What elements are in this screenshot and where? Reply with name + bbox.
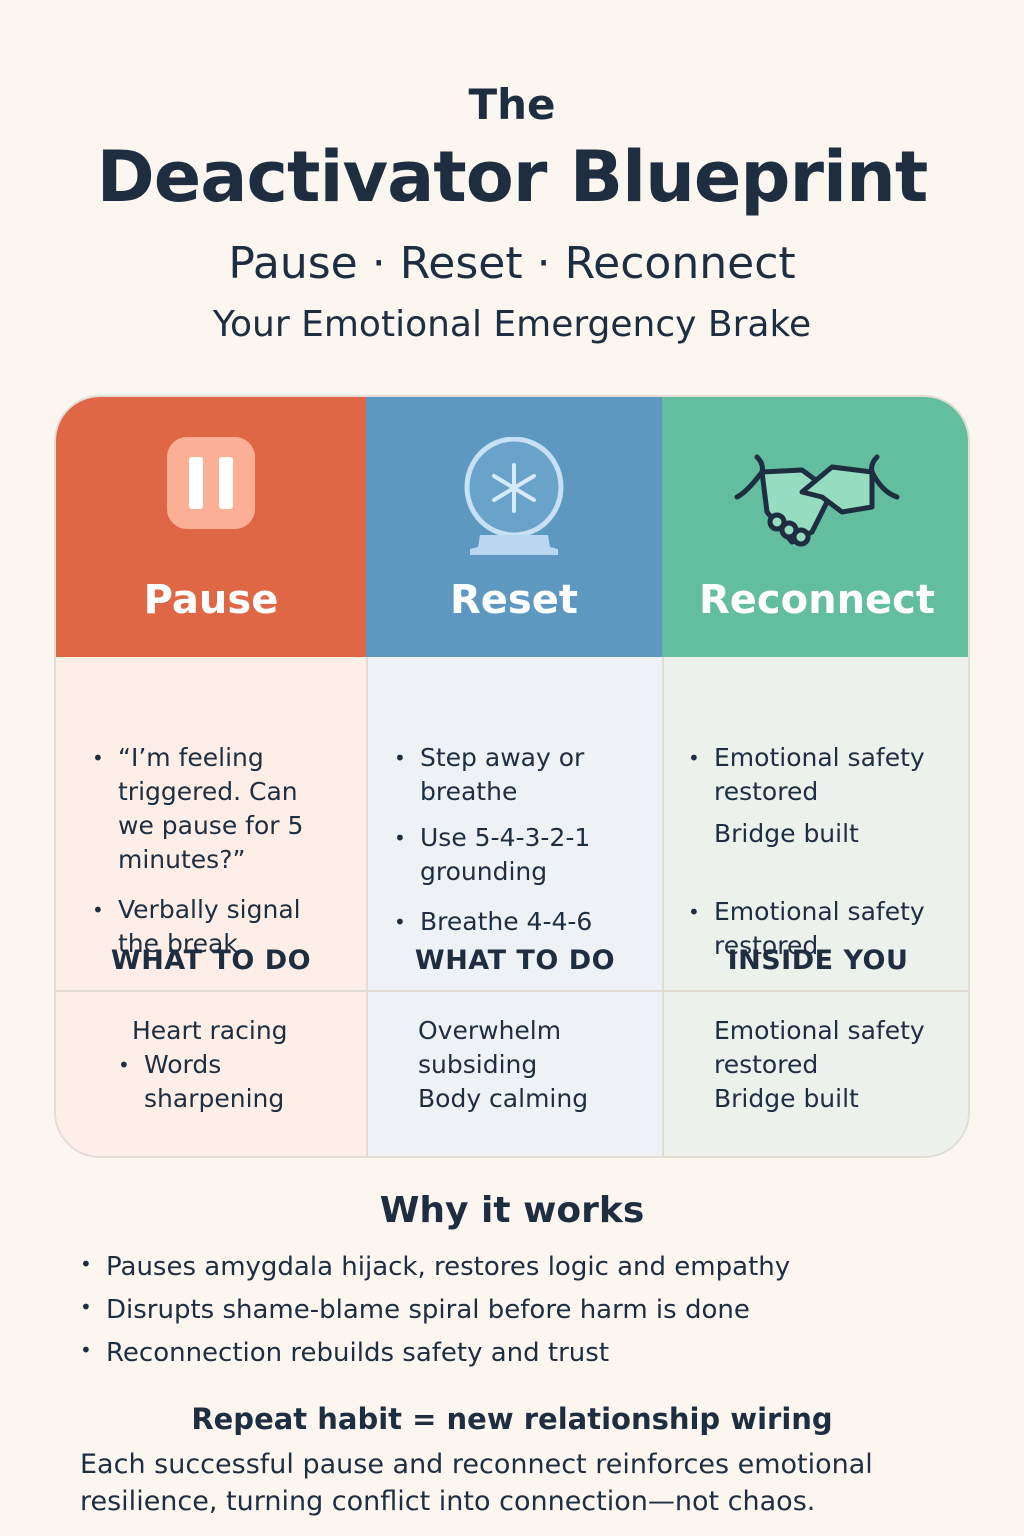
list-item: Step away or breathe <box>394 741 644 809</box>
sign-item: Bridge built <box>714 1084 859 1113</box>
reconnect-header: Reconnect <box>662 397 968 657</box>
sign-item: Words sharpening <box>118 1048 338 1116</box>
title-prefix: The <box>468 80 556 129</box>
why-bullet: Reconnection rebuilds safety and trust <box>80 1338 609 1368</box>
sign-item: Emotional safety restored <box>714 1016 925 1079</box>
subtitle: Pause · Reset · Reconnect <box>228 238 796 289</box>
sign-item: Body calming <box>418 1084 589 1113</box>
list-item: Use 5-4-3-2-1 grounding <box>394 821 644 889</box>
reconnect-label: Reconnect <box>698 577 936 623</box>
snow-globe-icon <box>464 437 564 555</box>
reconnect-column: Reconnect INSIDE YOU Emotional safety re… <box>662 397 968 1156</box>
why-bullet: Disrupts shame-blame spiral before harm … <box>80 1295 750 1325</box>
list-item: Breathe 4-4-6 <box>394 905 644 939</box>
pause-label: Pause <box>143 577 279 623</box>
reset-label: Reset <box>450 577 578 623</box>
handshake-icon <box>734 454 900 547</box>
list-item: Verbally signal the break <box>92 893 332 961</box>
tagline: Your Emotional Emergency Brake <box>212 304 812 345</box>
reset-header: Reset <box>366 397 662 657</box>
why-heading: Why it works <box>379 1190 645 1231</box>
section-heading: WHAT TO DO <box>414 945 616 976</box>
pause-header: Pause <box>56 397 366 657</box>
why-bullet: Pauses amygdala hijack, restores logic a… <box>80 1252 790 1282</box>
sign-item: Heart racing <box>132 1016 288 1045</box>
sign-item: Overwhelm subsiding <box>418 1016 562 1079</box>
habit-heading: Repeat habit = new relationship wiring <box>191 1402 833 1436</box>
habit-text: Each successful pause and reconnect rein… <box>80 1449 873 1517</box>
list-item: Emotional safety restored <box>688 895 958 963</box>
steps-card: Pause WHAT TO DO “I’m feeling triggered.… <box>54 395 970 1158</box>
page-title: Deactivator Blueprint <box>96 136 929 218</box>
list-item: Bridge built <box>714 819 859 848</box>
list-item: Emotional safety restored <box>688 741 958 809</box>
pause-icon <box>167 437 255 529</box>
reset-column: Reset WHAT TO DO Step away or breathe Us… <box>366 397 662 1156</box>
pause-column: Pause WHAT TO DO “I’m feeling triggered.… <box>56 397 366 1156</box>
list-item: “I’m feeling triggered. Can we pause for… <box>92 741 332 877</box>
row-divider <box>56 990 968 992</box>
